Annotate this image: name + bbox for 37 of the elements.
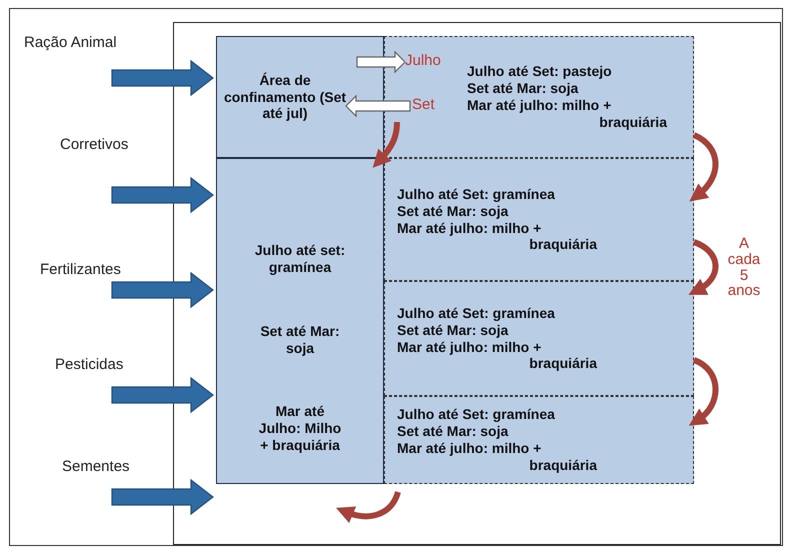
crop-schedule-line: Set até Mar: soja bbox=[397, 423, 510, 440]
crop-schedule-line: Set até Mar: soja bbox=[467, 80, 580, 97]
crop-schedule-line: Set até Mar: soja bbox=[397, 322, 510, 338]
rotation-arrow bbox=[690, 132, 718, 202]
input-label: Ração Animal bbox=[24, 34, 117, 51]
input-label: Pesticidas bbox=[55, 356, 124, 373]
block-arrow bbox=[345, 94, 411, 118]
input-label: Sementes bbox=[62, 458, 130, 475]
crop-field-box bbox=[216, 158, 384, 484]
crop-schedule-text: Área de confinamento (Set até jul) bbox=[222, 72, 348, 122]
crop-schedule-text: Mar até Julho: Milho + braquiária bbox=[258, 403, 342, 454]
crop-schedule-line: Mar até julho: milho + braquiária bbox=[467, 97, 667, 131]
input-arrow bbox=[111, 60, 214, 96]
crop-schedule-line: Mar até julho: milho + braquiária bbox=[397, 220, 597, 254]
crop-schedule-text: Set até Mar: soja bbox=[259, 322, 341, 356]
crop-schedule-line: Julho até Set: gramínea bbox=[397, 304, 556, 322]
confinement-area-box bbox=[216, 36, 384, 158]
input-label: Fertilizantes bbox=[40, 261, 121, 278]
crop-schedule-text: Julho até set: gramínea bbox=[254, 242, 346, 276]
crop-schedule-line: Julho até Set: pastejo bbox=[467, 63, 613, 80]
input-label: Corretivos bbox=[60, 136, 128, 153]
crop-schedule-line: Julho até Set: gramínea bbox=[397, 406, 556, 424]
farm-boundary bbox=[173, 22, 781, 545]
rotation-arrow bbox=[372, 122, 400, 168]
crop-schedule-line: Set até Mar: soja bbox=[397, 202, 510, 220]
crop-schedule-line: Mar até julho: milho + braquiária bbox=[397, 338, 597, 372]
rotation-plot-box bbox=[384, 396, 694, 484]
crop-schedule-line: Mar até julho: milho + braquiária bbox=[397, 440, 597, 474]
rotation-plot-box bbox=[384, 36, 694, 158]
rotation-plot-box bbox=[384, 158, 694, 281]
input-arrow bbox=[111, 176, 214, 214]
input-arrow bbox=[111, 478, 214, 516]
rotation-plot-box bbox=[384, 281, 694, 396]
input-arrow bbox=[111, 272, 214, 308]
input-arrow bbox=[111, 376, 214, 414]
block-arrow bbox=[356, 50, 406, 74]
crop-schedule-line: Julho até Set: gramínea bbox=[397, 186, 556, 203]
